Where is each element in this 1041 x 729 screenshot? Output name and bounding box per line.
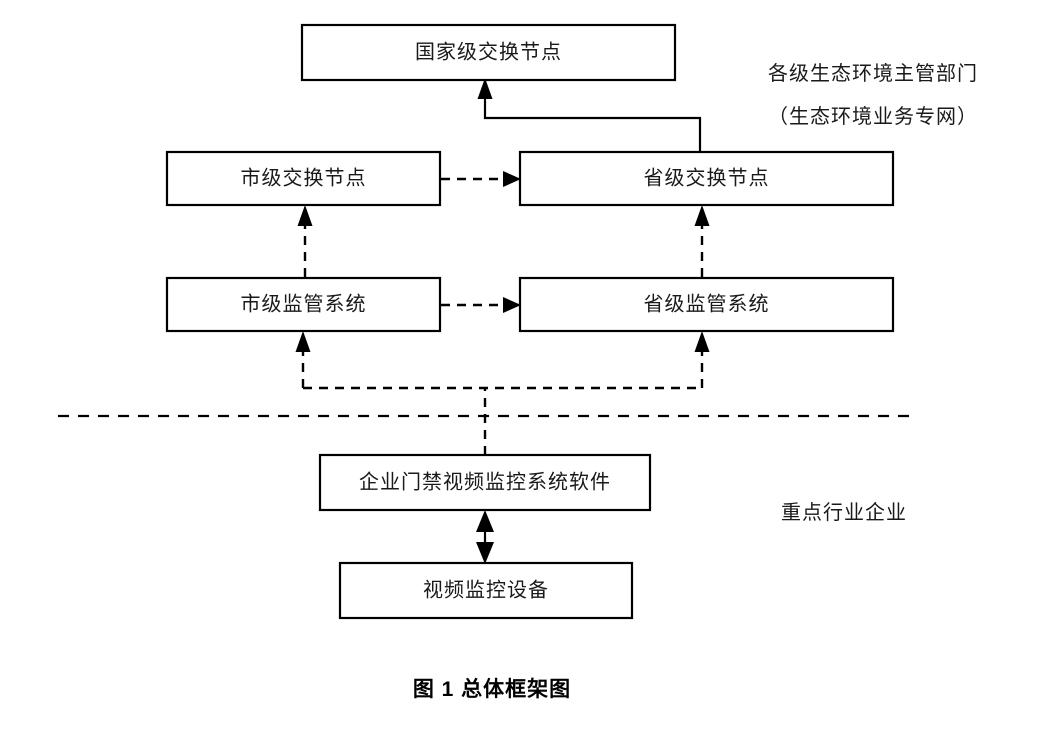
arrow-head-down-icon — [476, 542, 494, 564]
connector-city-exchange-to-province-exchange — [441, 171, 521, 187]
node-city-exchange-node[interactable]: 市级交换节点 — [165, 150, 442, 207]
connector-city-supervision-to-province-supervision — [441, 297, 521, 313]
node-box — [318, 453, 652, 512]
connector-device-to-software — [476, 510, 494, 564]
connector-province-supervision-to-province-exchange — [694, 205, 710, 277]
zone-label-line-2: （生态环境业务专网） — [768, 105, 978, 128]
zone-label-enterprise: 重点行业企业 — [781, 501, 907, 524]
zone-label-government: 各级生态环境主管部门 （生态环境业务专网） — [768, 62, 978, 128]
arrow-head-up-icon — [297, 205, 313, 226]
node-national-exchange-node[interactable]: 国家级交换节点 — [300, 23, 677, 82]
figure-caption: 图 1 总体框架图 — [413, 677, 571, 701]
node-province-supervision-system[interactable]: 省级监管系统 — [518, 276, 895, 333]
connector-city-supervision-to-city-exchange — [297, 205, 313, 277]
arrow-head-right-icon — [503, 297, 521, 313]
node-label: 国家级交换节点 — [415, 41, 562, 64]
node-box — [518, 150, 895, 207]
node-box — [165, 150, 442, 207]
node-box — [165, 276, 442, 333]
arrow-head-up-icon — [694, 205, 710, 226]
arrow-head-up-icon — [476, 510, 494, 532]
node-label: 市级监管系统 — [241, 293, 367, 316]
connector-province-to-national — [477, 78, 702, 152]
node-box — [300, 23, 677, 82]
node-label: 企业门禁视频监控系统软件 — [359, 471, 611, 494]
node-province-exchange-node[interactable]: 省级交换节点 — [518, 150, 895, 207]
connector-enterprise-software-to-supervision-bus — [295, 331, 710, 455]
node-label: 市级交换节点 — [241, 167, 367, 190]
node-city-supervision-system[interactable]: 市级监管系统 — [165, 276, 442, 333]
zone-label-line-1: 各级生态环境主管部门 — [768, 62, 978, 85]
zone-label-line-1: 重点行业企业 — [781, 501, 907, 524]
node-box — [338, 561, 634, 620]
node-enterprise-access-video-software[interactable]: 企业门禁视频监控系统软件 — [318, 453, 652, 512]
node-label: 省级监管系统 — [644, 293, 770, 316]
node-box — [518, 276, 895, 333]
arrow-head-up-icon — [295, 331, 311, 352]
node-video-monitoring-device[interactable]: 视频监控设备 — [338, 561, 634, 620]
arrow-head-right-icon — [503, 171, 521, 187]
node-label: 视频监控设备 — [423, 579, 549, 602]
arrow-head-up-icon — [694, 331, 710, 352]
node-label: 省级交换节点 — [644, 167, 770, 190]
arrow-head-up-icon — [477, 78, 493, 99]
